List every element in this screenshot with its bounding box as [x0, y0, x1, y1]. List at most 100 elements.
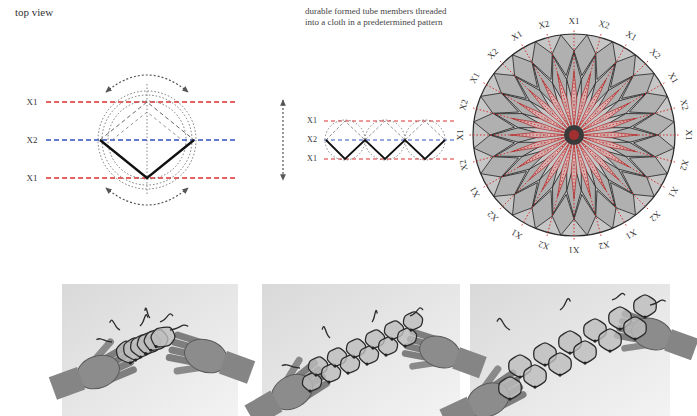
- photo-sequence: [322, 327, 330, 338]
- photo-sequence: [238, 354, 329, 416]
- note-text: durable formed tube members threaded int…: [305, 6, 455, 28]
- ring-axis-label: X1: [456, 130, 465, 141]
- photo-sequence: [365, 362, 368, 365]
- photo-sequence: [397, 328, 416, 346]
- ring-axis-label: X2: [486, 47, 500, 61]
- ring-axis-label: X2: [648, 209, 662, 223]
- photo-sequence: [219, 351, 255, 384]
- photo-sequence: [560, 299, 570, 310]
- photo-sequence: [439, 397, 476, 416]
- ring-axis-label: X1: [510, 30, 524, 43]
- photo-sequence: [599, 329, 622, 351]
- hinge-diagram: [282, 100, 283, 180]
- radial-pattern: [580, 145, 627, 226]
- photo-sequence: [134, 358, 137, 361]
- photo-sequence: [568, 351, 571, 354]
- axis-label: X1: [307, 117, 317, 125]
- axis-label: X1: [27, 174, 38, 183]
- radial-pattern: [521, 43, 568, 124]
- radial-pattern: [472, 138, 563, 162]
- photo-sequence: [378, 337, 397, 355]
- photo-sequence: [139, 355, 142, 358]
- photo-sequence: [321, 364, 340, 382]
- radial-pattern: [574, 147, 575, 241]
- photo-sequence: [302, 373, 321, 391]
- ring-axis-label: X2: [597, 19, 610, 31]
- pattern-diagram: [325, 120, 365, 160]
- photo-sequence: [390, 337, 393, 340]
- ring-axis-label: X2: [538, 239, 551, 251]
- photo-sequence: [352, 355, 355, 358]
- hinge-diagram: [106, 188, 188, 205]
- ring-axis-label: X1: [569, 245, 580, 254]
- ring-axis-label: X1: [624, 227, 638, 240]
- hinge-diagram: [106, 75, 188, 92]
- photo-sequence: [384, 353, 387, 356]
- photo-sequence: [624, 317, 647, 339]
- photo-sequence: [129, 361, 132, 364]
- photo-sequence: [558, 373, 561, 376]
- ring-axis-label: X2: [648, 47, 662, 61]
- photo-sequence: [574, 341, 597, 363]
- photo-sequence: [643, 315, 646, 318]
- ring-axis-label: X2: [597, 239, 610, 251]
- photo-sequence: [346, 371, 349, 374]
- photo-sequence: [549, 353, 572, 375]
- ring-axis-label: X1: [666, 71, 679, 85]
- pattern-diagram: [365, 120, 405, 160]
- photo-sequence: [244, 391, 282, 416]
- ring-axis-label: X2: [458, 158, 470, 171]
- hinge-diagram: [46, 75, 283, 205]
- radial-pattern: [472, 108, 563, 132]
- ring-axis-label: X1: [569, 17, 580, 26]
- axis-label: X1: [307, 155, 317, 163]
- photo-sequence: [612, 293, 625, 300]
- photo-sequence: [140, 315, 148, 326]
- photo-sequence: [49, 367, 85, 400]
- photo-sequence: [314, 373, 317, 376]
- radial-pattern: [499, 143, 565, 209]
- radial-pattern: [569, 130, 579, 140]
- hinge-diagram: [46, 101, 238, 102]
- radial-pattern: [582, 143, 648, 209]
- radial-pattern: [482, 82, 563, 129]
- radial-pattern: [499, 60, 565, 126]
- photo-sequence: [410, 308, 423, 316]
- pattern-diagram: [324, 120, 456, 160]
- photo-sequence: [608, 349, 611, 352]
- photo-sequence: [452, 347, 487, 378]
- photo-sequence: [166, 329, 257, 395]
- photo-sequence: [145, 308, 150, 318]
- radial-pattern: [482, 141, 563, 188]
- axis-label: X1: [27, 98, 38, 107]
- photo-sequence: [618, 327, 621, 330]
- photo-sequence: [497, 319, 510, 330]
- hinge-diagram: [100, 140, 194, 178]
- photo-sequence: [359, 346, 378, 364]
- radial-pattern: [584, 82, 665, 129]
- radial-pattern: [586, 135, 680, 136]
- photo-sequence: [160, 314, 173, 322]
- radial-pattern: [586, 108, 677, 132]
- photo-sequence: [45, 284, 697, 416]
- ring-axis-label: X2: [458, 99, 470, 112]
- photo-sequence: [508, 397, 511, 400]
- radial-pattern: [586, 138, 677, 162]
- axis-label: X2: [27, 136, 38, 145]
- photo-sequence: [372, 311, 377, 322]
- axis-label: X2: [307, 136, 317, 144]
- ring-axis-label: X2: [678, 99, 690, 112]
- radial-pattern: [547, 147, 571, 238]
- radial-pattern: [564, 125, 584, 145]
- radial-pattern: [468, 29, 680, 241]
- photo-sequence: [110, 320, 120, 330]
- photo-sequence: [62, 284, 238, 416]
- photo-sequence: [282, 365, 300, 368]
- photo-sequence: [593, 339, 596, 342]
- ring-axis-label: X1: [666, 185, 679, 199]
- radial-pattern: [577, 147, 601, 238]
- view-title: top view: [15, 7, 53, 18]
- photo-sequence: [403, 344, 406, 347]
